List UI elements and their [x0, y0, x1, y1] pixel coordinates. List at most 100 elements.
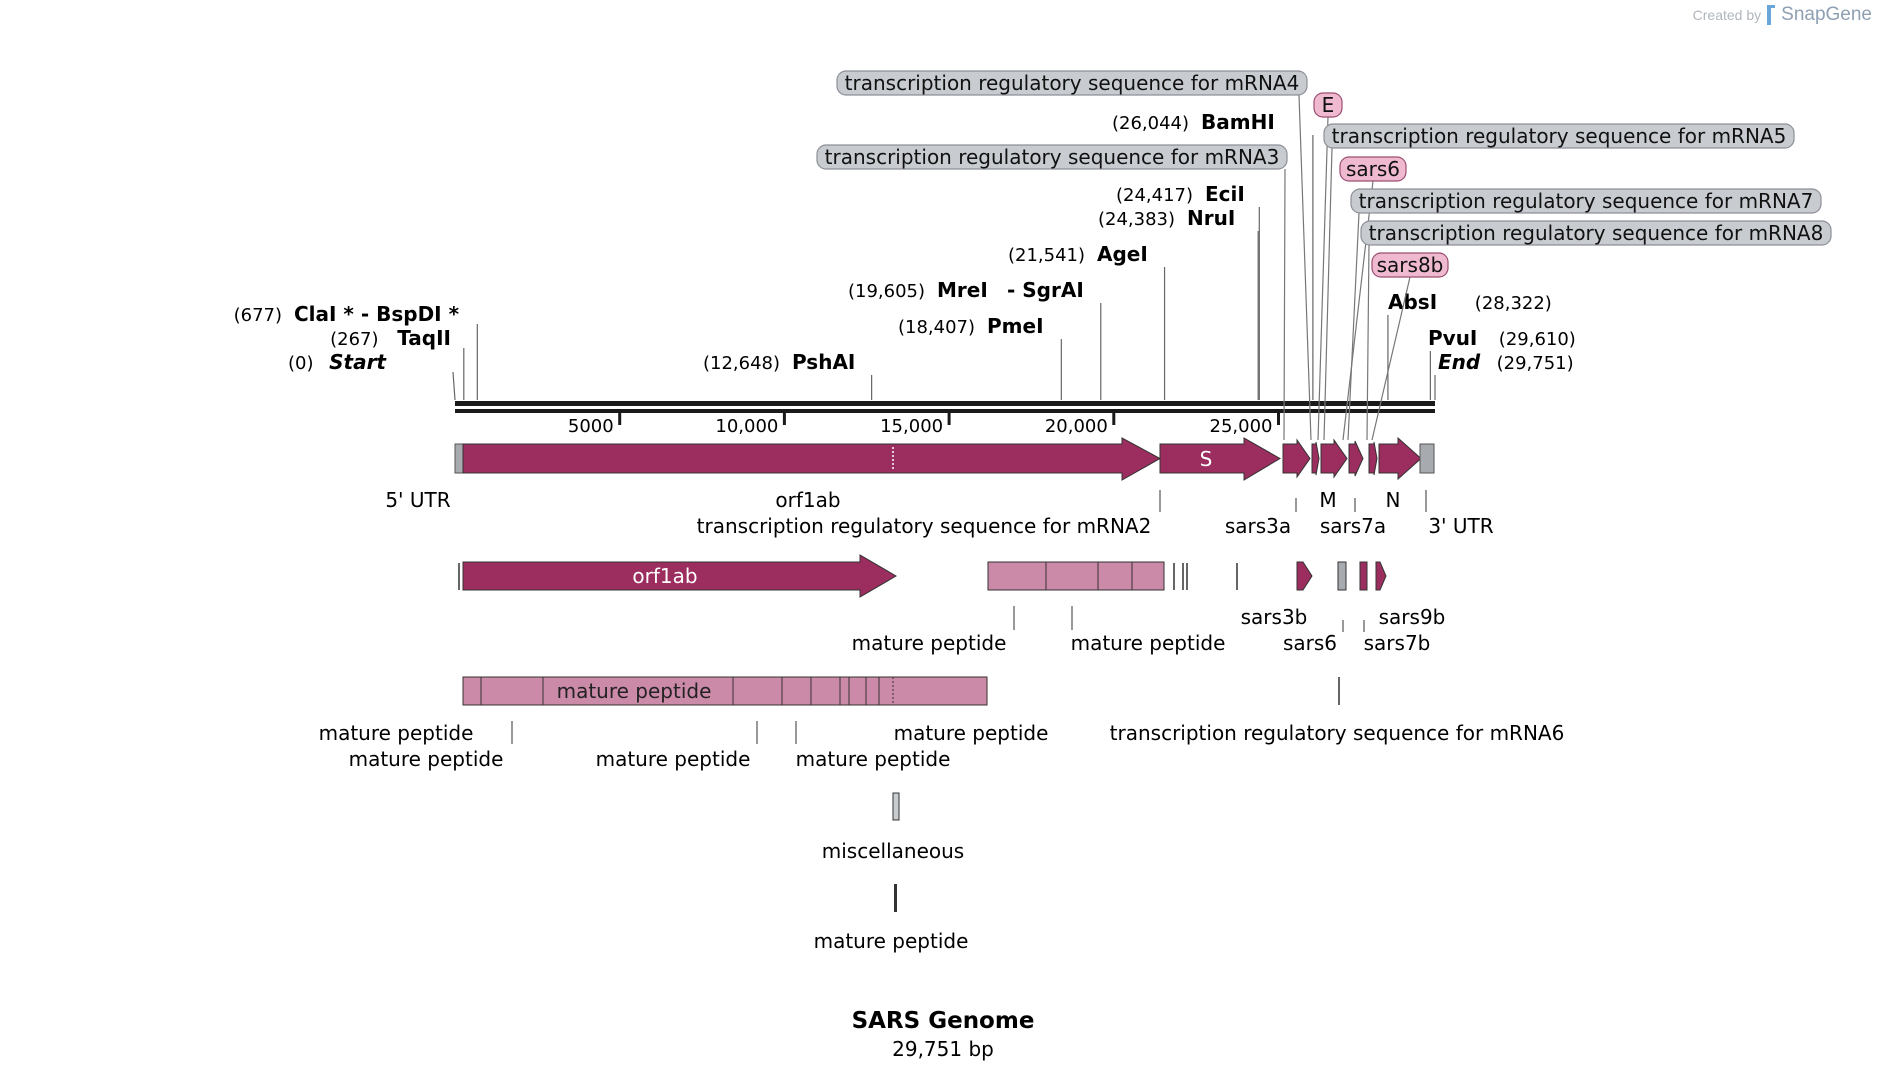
site-position: (19,605) — [848, 281, 925, 302]
mature-peptide-segment[interactable] — [987, 561, 1165, 591]
ruler-tick-label: 10,000 — [715, 416, 778, 437]
snapgene-logo-icon — [1767, 5, 1776, 25]
feature-label-sars9b: sars9b — [1379, 605, 1446, 629]
feature-label-sars3a: sars3a — [1225, 514, 1291, 538]
callout-label: transcription regulatory sequence for mR… — [825, 145, 1280, 169]
site-name: PshAI — [792, 350, 855, 374]
map-title: SARS Genome — [851, 1008, 1035, 1034]
callout-sars8b[interactable]: sars8b — [1371, 252, 1449, 278]
callout-transcription-regulatory-sequence-for-mrna8[interactable]: transcription regulatory sequence for mR… — [1360, 220, 1832, 246]
feature-e[interactable] — [1311, 441, 1320, 476]
ruler-tick-label: 20,000 — [1045, 416, 1108, 437]
mature-peptide-block-right[interactable] — [987, 561, 1165, 591]
callout-box — [1360, 220, 1832, 246]
site-label-pvui[interactable]: PvuI(29,610) — [1428, 326, 1576, 350]
feature-sars9b[interactable] — [1375, 561, 1387, 591]
site-name-secondary: - SgrAI — [1007, 278, 1084, 302]
mature-peptide-block-left[interactable]: mature peptide — [462, 676, 988, 706]
feature-sars8[interactable] — [1368, 441, 1378, 476]
feature-miscellaneous[interactable] — [892, 792, 900, 821]
feature-s-inner-label: S — [1200, 447, 1213, 471]
callout-transcription-regulatory-sequence-for-mrna5[interactable]: transcription regulatory sequence for mR… — [1323, 123, 1795, 149]
callout-label: sars8b — [1377, 253, 1444, 277]
site-label-pshai[interactable]: PshAI(12,648) — [703, 350, 855, 374]
feature-track-1: S 5' UTR orf1ab transcription regulatory… — [385, 436, 1494, 538]
feature-label-mature-peptide: mature peptide — [1071, 631, 1226, 655]
feature-orf1ab-inner-label: orf1ab — [632, 564, 697, 588]
feature-label-3-utr: 3' UTR — [1428, 514, 1493, 538]
feature-n[interactable] — [1378, 436, 1422, 481]
credit-prefix: Created by — [1692, 7, 1762, 23]
site-label-agei[interactable]: AgeI(21,541) — [1008, 242, 1148, 266]
feature-orf1ab-track2[interactable] — [462, 554, 897, 598]
callout-e[interactable]: E — [1313, 92, 1343, 118]
callout-label: sars6 — [1346, 157, 1400, 181]
feature-track-2: orf1ab mature peptide mature peptide sar… — [458, 554, 1446, 655]
site-name: BamHI — [1201, 110, 1275, 134]
callout-transcription-regulatory-sequence-for-mrna3[interactable]: transcription regulatory sequence for mR… — [816, 144, 1288, 170]
backbone-bottom-strand — [455, 409, 1435, 413]
site-label-ecii[interactable]: EciI(24,417) — [1116, 182, 1245, 206]
feature-label-sars6: sars6 — [1283, 631, 1337, 655]
site-label-nrui[interactable]: NruI(24,383) — [1098, 206, 1235, 230]
snapgene-credit: Created by SnapGene — [1693, 4, 1872, 26]
site-name: End — [1438, 350, 1481, 374]
feature-label-mature-peptide: mature peptide — [814, 929, 969, 953]
feature-sars6-block[interactable] — [1337, 561, 1347, 591]
feature-callouts: transcription regulatory sequence for mR… — [816, 70, 1832, 441]
feature-label-mature-peptide: mature peptide — [894, 721, 1049, 745]
site-label-end[interactable]: End(29,751) — [1438, 350, 1574, 374]
mature-peptide-segment[interactable] — [462, 676, 988, 706]
site-position: (24,417) — [1116, 185, 1193, 206]
callout-label: transcription regulatory sequence for mR… — [1332, 124, 1787, 148]
callout-label: transcription regulatory sequence for mR… — [1369, 221, 1824, 245]
site-label-pmei[interactable]: PmeI(18,407) — [898, 314, 1044, 338]
site-name: AbsI — [1388, 290, 1437, 314]
site-name: ClaI * - BspDI * — [294, 302, 460, 326]
callout-leader — [1347, 212, 1360, 441]
callout-leader — [1298, 94, 1312, 441]
callout-transcription-regulatory-sequence-for-mrna7[interactable]: transcription regulatory sequence for mR… — [1350, 188, 1822, 214]
feature-orf1ab[interactable] — [462, 437, 1162, 481]
callout-box — [836, 70, 1308, 96]
site-label-start[interactable]: Start(0) — [288, 350, 387, 374]
backbone-top-strand — [455, 401, 1435, 406]
feature-label-5-utr: 5' UTR — [385, 488, 450, 512]
feature-label-n: N — [1386, 488, 1401, 512]
feature-s[interactable] — [1159, 437, 1281, 481]
site-label-taqii[interactable]: TaqII(267) — [330, 326, 451, 350]
callout-label: E — [1322, 93, 1335, 117]
site-position: (24,383) — [1098, 209, 1175, 230]
callout-box — [1339, 156, 1407, 182]
site-position: (26,044) — [1112, 113, 1189, 134]
callout-sars6[interactable]: sars6 — [1339, 156, 1407, 182]
callout-box — [816, 144, 1288, 170]
feature-label-m: M — [1319, 488, 1336, 512]
ruler-tick — [1112, 413, 1116, 425]
map-length: 29,751 bp — [892, 1037, 994, 1061]
feature-m[interactable] — [1320, 438, 1348, 479]
feature-label-mature-peptide-inner: mature peptide — [557, 679, 712, 703]
site-position: (21,541) — [1008, 245, 1085, 266]
feature-sars3a[interactable] — [1282, 438, 1311, 479]
feature-5-utr[interactable] — [454, 443, 464, 474]
site-label-mrei[interactable]: MreI(19,605)- SgrAI — [848, 278, 1084, 302]
site-label-absi[interactable]: AbsI(28,322) — [1388, 290, 1552, 314]
callout-leader — [1366, 244, 1370, 441]
site-name: Start — [329, 350, 387, 374]
feature-3-utr[interactable] — [1419, 443, 1435, 474]
site-position: (267) — [330, 329, 378, 350]
credit-brand: SnapGene — [1781, 4, 1872, 25]
feature-sars7b-block[interactable] — [1359, 561, 1368, 591]
feature-sars3b[interactable] — [1296, 561, 1313, 591]
site-label-bamhi[interactable]: BamHI (26,044) — [1112, 110, 1275, 134]
site-leader — [452, 371, 456, 401]
feature-track-3: mature peptide mature peptide mature pep… — [319, 676, 1564, 771]
feature-label-mature-peptide: mature peptide — [319, 721, 474, 745]
feature-mature-peptide-small[interactable] — [894, 884, 897, 912]
site-label-clai-bspdi-[interactable]: ClaI * - BspDI *(677) — [234, 302, 460, 326]
callout-leader — [1371, 276, 1411, 441]
callout-transcription-regulatory-sequence-for-mrna4[interactable]: transcription regulatory sequence for mR… — [836, 70, 1308, 96]
feature-sars7a[interactable] — [1348, 440, 1364, 477]
